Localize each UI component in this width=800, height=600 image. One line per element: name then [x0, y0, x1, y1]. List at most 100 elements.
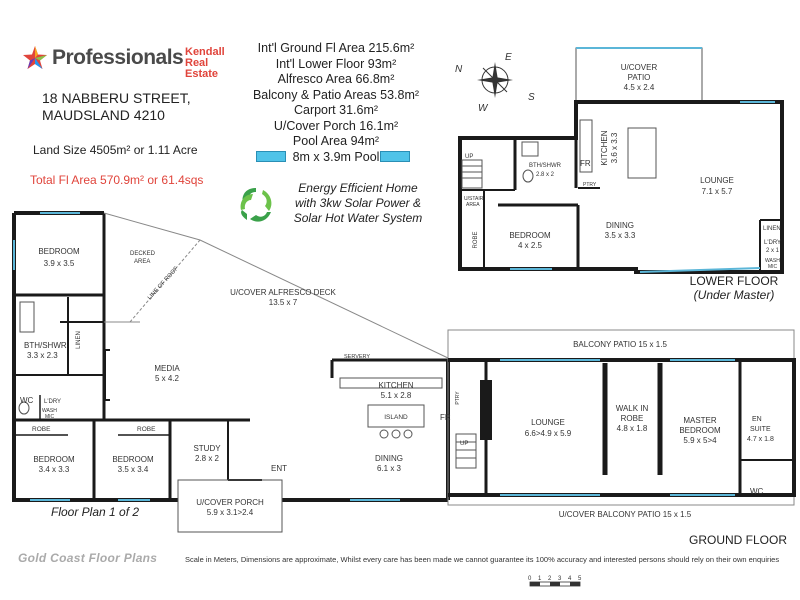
room-dim: 4 x 2.5 — [518, 241, 543, 250]
pool-size: 8m x 3.9m Pool — [292, 149, 380, 164]
room-name: AREA — [134, 259, 150, 265]
room-dim: 4.8 x 1.8 — [617, 424, 648, 433]
area-item: Balcony & Patio Areas 53.8m² — [252, 87, 420, 102]
room-name: KITCHEN — [378, 381, 413, 390]
room-name: LOUNGE — [700, 176, 734, 185]
ground-floor: BEDROOM 3.9 x 3.5 DECKED AREA LINE OF RO… — [12, 211, 796, 533]
address-line-1: 18 NABBERU STREET, — [42, 90, 191, 106]
lower-floor-title: LOWER FLOOR — [689, 274, 779, 288]
address: 18 NABBERU STREET, MAUDSLAND 4210 — [42, 90, 222, 124]
room-dim: 4.7 x 1.8 — [747, 436, 774, 443]
balcony-top-label: BALCONY PATIO 15 x 1.5 — [573, 340, 667, 349]
brand-sub-1: Kendall — [185, 46, 225, 58]
room-dim: 5.9 x 5>4 — [683, 436, 717, 445]
energy-line: with 3kw Solar Power & — [294, 196, 422, 210]
room-dim: 6.6>4.9 x 5.9 — [525, 429, 572, 438]
area-item: Alfresco Area 66.8m² — [277, 72, 395, 86]
servery-label: SERVERY — [344, 354, 370, 360]
room-dim: 5.9 x 3.1>2.4 — [207, 508, 254, 517]
lower-floor: U/COVER PATIO 4.5 x 2.4 KITCHEN 3.6 x 3.… — [458, 47, 784, 274]
room-dim: 2.8 x 2 — [536, 172, 555, 178]
pantry-label: PTRY — [583, 182, 597, 188]
disclaimer: Scale in Meters, Dimensions are approxim… — [185, 555, 780, 564]
ustair-label: U/STAIR — [464, 196, 484, 202]
scale-tick: 2 — [548, 576, 552, 582]
room-dim: 3.9 x 3.5 — [44, 259, 75, 268]
energy-line: Solar Hot Water System — [293, 211, 423, 225]
room-name: EN — [752, 416, 762, 423]
room-name: MEDIA — [154, 364, 180, 373]
fridge-label: FR — [580, 159, 591, 168]
ustair-label: AREA — [466, 202, 480, 208]
robe-label: ROBE — [137, 426, 156, 433]
lower-floor-sub: (Under Master) — [693, 288, 775, 302]
room-name: L'DRY — [764, 240, 781, 246]
scale-tick: 3 — [558, 576, 562, 582]
wash-label: WASH — [765, 258, 780, 264]
recycle-leaf-icon — [240, 188, 272, 222]
room-dim: 3.6 x 3.3 — [610, 132, 619, 163]
room-name: U/COVER ALFRESCO DECK — [230, 288, 336, 297]
brand-logo: Professionals Kendall Real Estate — [22, 44, 225, 80]
room-name: ROBE — [621, 414, 644, 423]
address-line-2: MAUDSLAND 4210 — [42, 107, 165, 123]
compass-w: W — [478, 103, 489, 114]
scale-tick: 0 — [528, 576, 532, 582]
island-label: ISLAND — [384, 414, 408, 421]
energy-line: Energy Efficient Home — [298, 181, 418, 195]
room-name: U/COVER — [621, 63, 658, 72]
room-name: BEDROOM — [38, 247, 80, 256]
ground-floor-label: GROUND FLOOR — [688, 533, 787, 547]
area-item: Carport 31.6m² — [293, 103, 379, 117]
room-name: BEDROOM — [509, 231, 551, 240]
room-name: WALK IN — [616, 404, 649, 413]
star-logo-icon — [23, 46, 47, 69]
room-dim: 3.4 x 3.3 — [39, 465, 70, 474]
room-name: DINING — [606, 221, 634, 230]
room-dim: 3.5 x 3.3 — [605, 231, 636, 240]
room-name: BTH/SHWR — [529, 163, 562, 169]
room-dim: 2.8 x 2 — [195, 454, 220, 463]
stair-label: UP — [465, 154, 473, 160]
room-dim: 6.1 x 3 — [377, 464, 402, 473]
wc-label: WC — [20, 396, 34, 405]
scale-tick: 5 — [578, 576, 582, 582]
room-name: PATIO — [628, 73, 651, 82]
area-item: Pool Area 94m² — [292, 134, 380, 148]
room-name: SUITE — [750, 426, 771, 433]
room-dim: 7.1 x 5.7 — [702, 187, 733, 196]
room-dim: 2 x 1 — [766, 248, 780, 254]
wash-label: WASH — [42, 408, 57, 414]
room-name: LOUNGE — [531, 418, 565, 427]
total-floor-area: Total Fl Area 570.9m² or 61.4sqs — [30, 173, 204, 187]
pantry-label: PTRY — [455, 391, 461, 405]
area-item: U/Cover Porch 16.1m² — [273, 118, 399, 133]
floor-plan-label: Floor Plan 1 of 2 — [51, 505, 140, 519]
room-name: BEDROOM — [112, 455, 154, 464]
area-item: Int'l Lower Floor 93m² — [275, 56, 397, 71]
room-name: U/COVER PORCH — [196, 498, 264, 507]
room-dim: 3.3 x 2.3 — [27, 351, 58, 360]
room-name: MASTER — [683, 416, 717, 425]
balcony-bottom-label: U/COVER BALCONY PATIO 15 x 1.5 — [559, 510, 692, 519]
linen-label: LINEN — [76, 331, 82, 349]
robe-label: ROBE — [32, 426, 51, 433]
lower-floor-label: LOWER FLOOR (Under Master) — [676, 274, 792, 302]
stair-label: UP — [460, 441, 468, 447]
mic-label: MIC — [45, 414, 55, 420]
brand-sub-2: Real Estate — [185, 57, 219, 80]
linen-label: LINEN — [763, 226, 781, 232]
room-name: STUDY — [193, 444, 221, 453]
pool-swatch-right — [380, 151, 410, 162]
laundry-label: L'DRY — [44, 399, 61, 405]
fridge-label: FR — [440, 413, 451, 422]
mic-label: MIC — [768, 264, 778, 270]
brand-name: Professionals — [52, 46, 184, 69]
room-name: KITCHEN — [600, 130, 609, 165]
room-name: BEDROOM — [33, 455, 75, 464]
room-dim: 5.1 x 2.8 — [381, 391, 412, 400]
footer-brand: Gold Coast Floor Plans — [18, 551, 158, 565]
energy-note: Energy Efficient Home with 3kw Solar Pow… — [276, 181, 440, 226]
area-list: Int'l Ground Fl Area 215.6m² Int'l Lower… — [236, 41, 436, 165]
